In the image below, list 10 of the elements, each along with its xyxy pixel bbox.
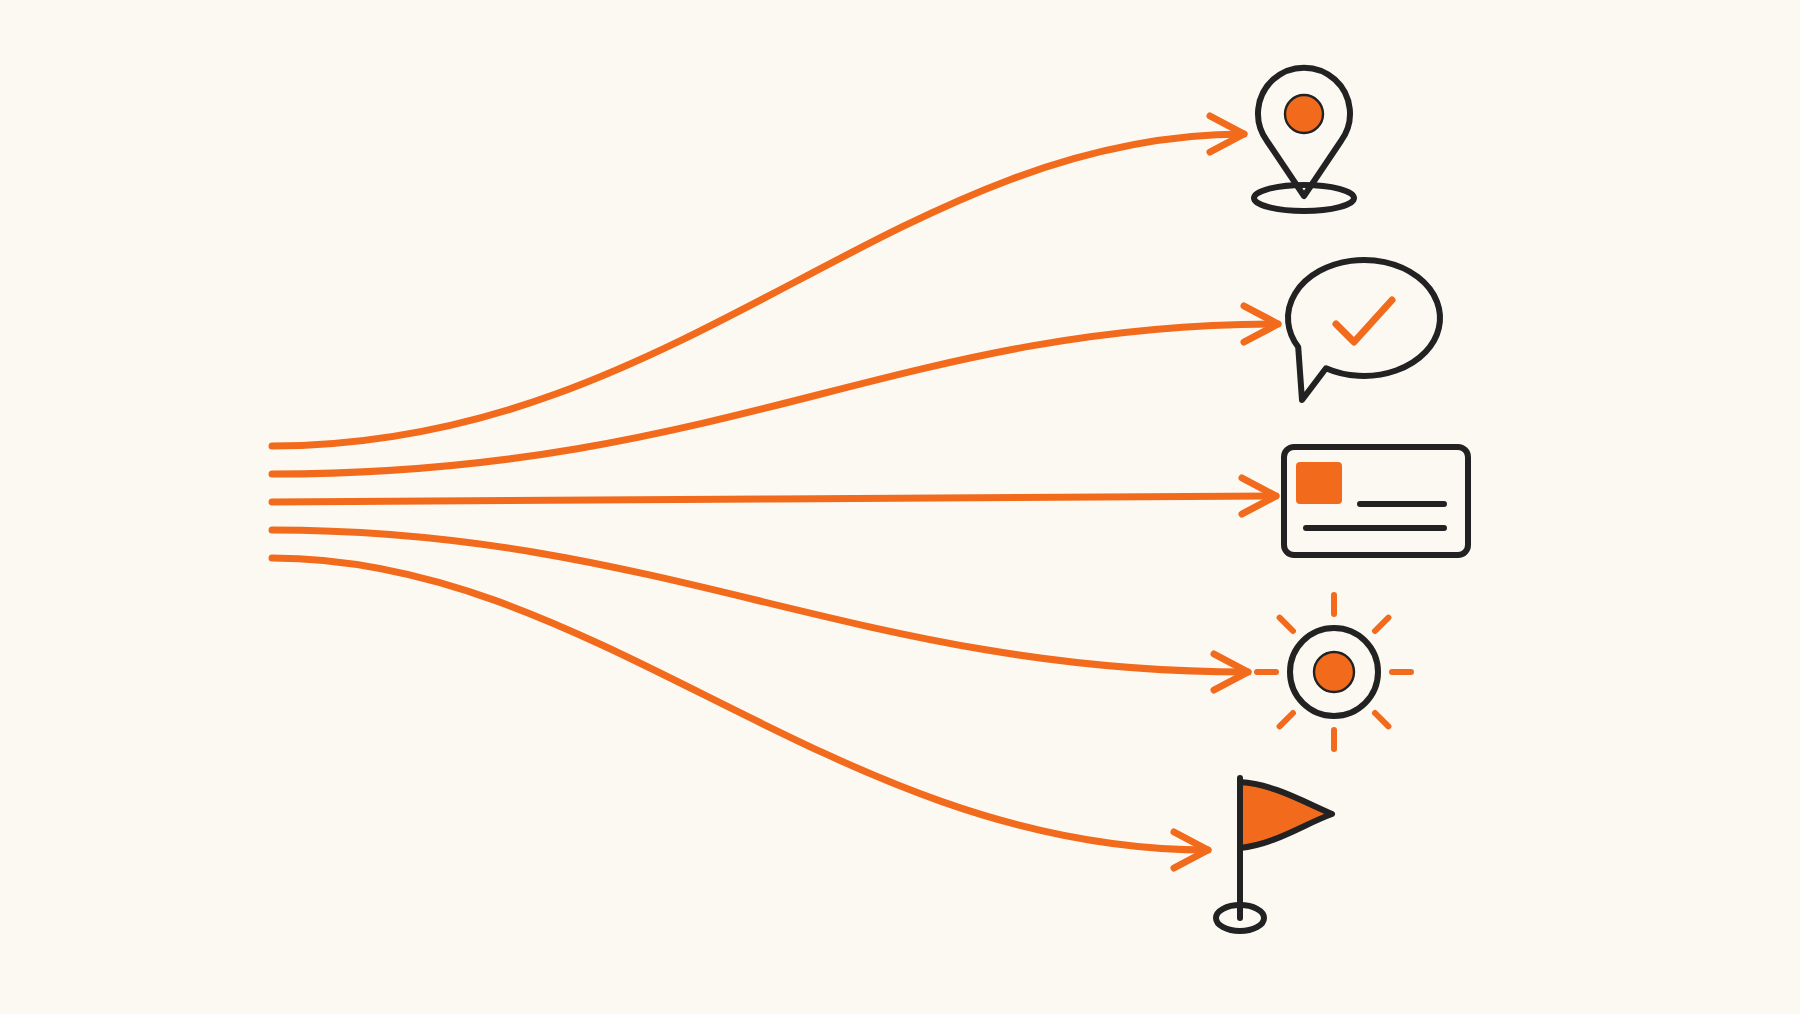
arrow — [268, 303, 1282, 478]
arrow — [268, 554, 1212, 870]
id-card-icon — [1280, 444, 1472, 558]
arrow — [268, 115, 1248, 450]
map-pin-icon — [1248, 62, 1360, 214]
flag-icon — [1212, 772, 1340, 936]
arrow — [268, 526, 1252, 693]
speech-bubble-check-icon — [1282, 256, 1446, 406]
sun-icon — [1252, 590, 1416, 754]
arrow — [268, 474, 1280, 518]
